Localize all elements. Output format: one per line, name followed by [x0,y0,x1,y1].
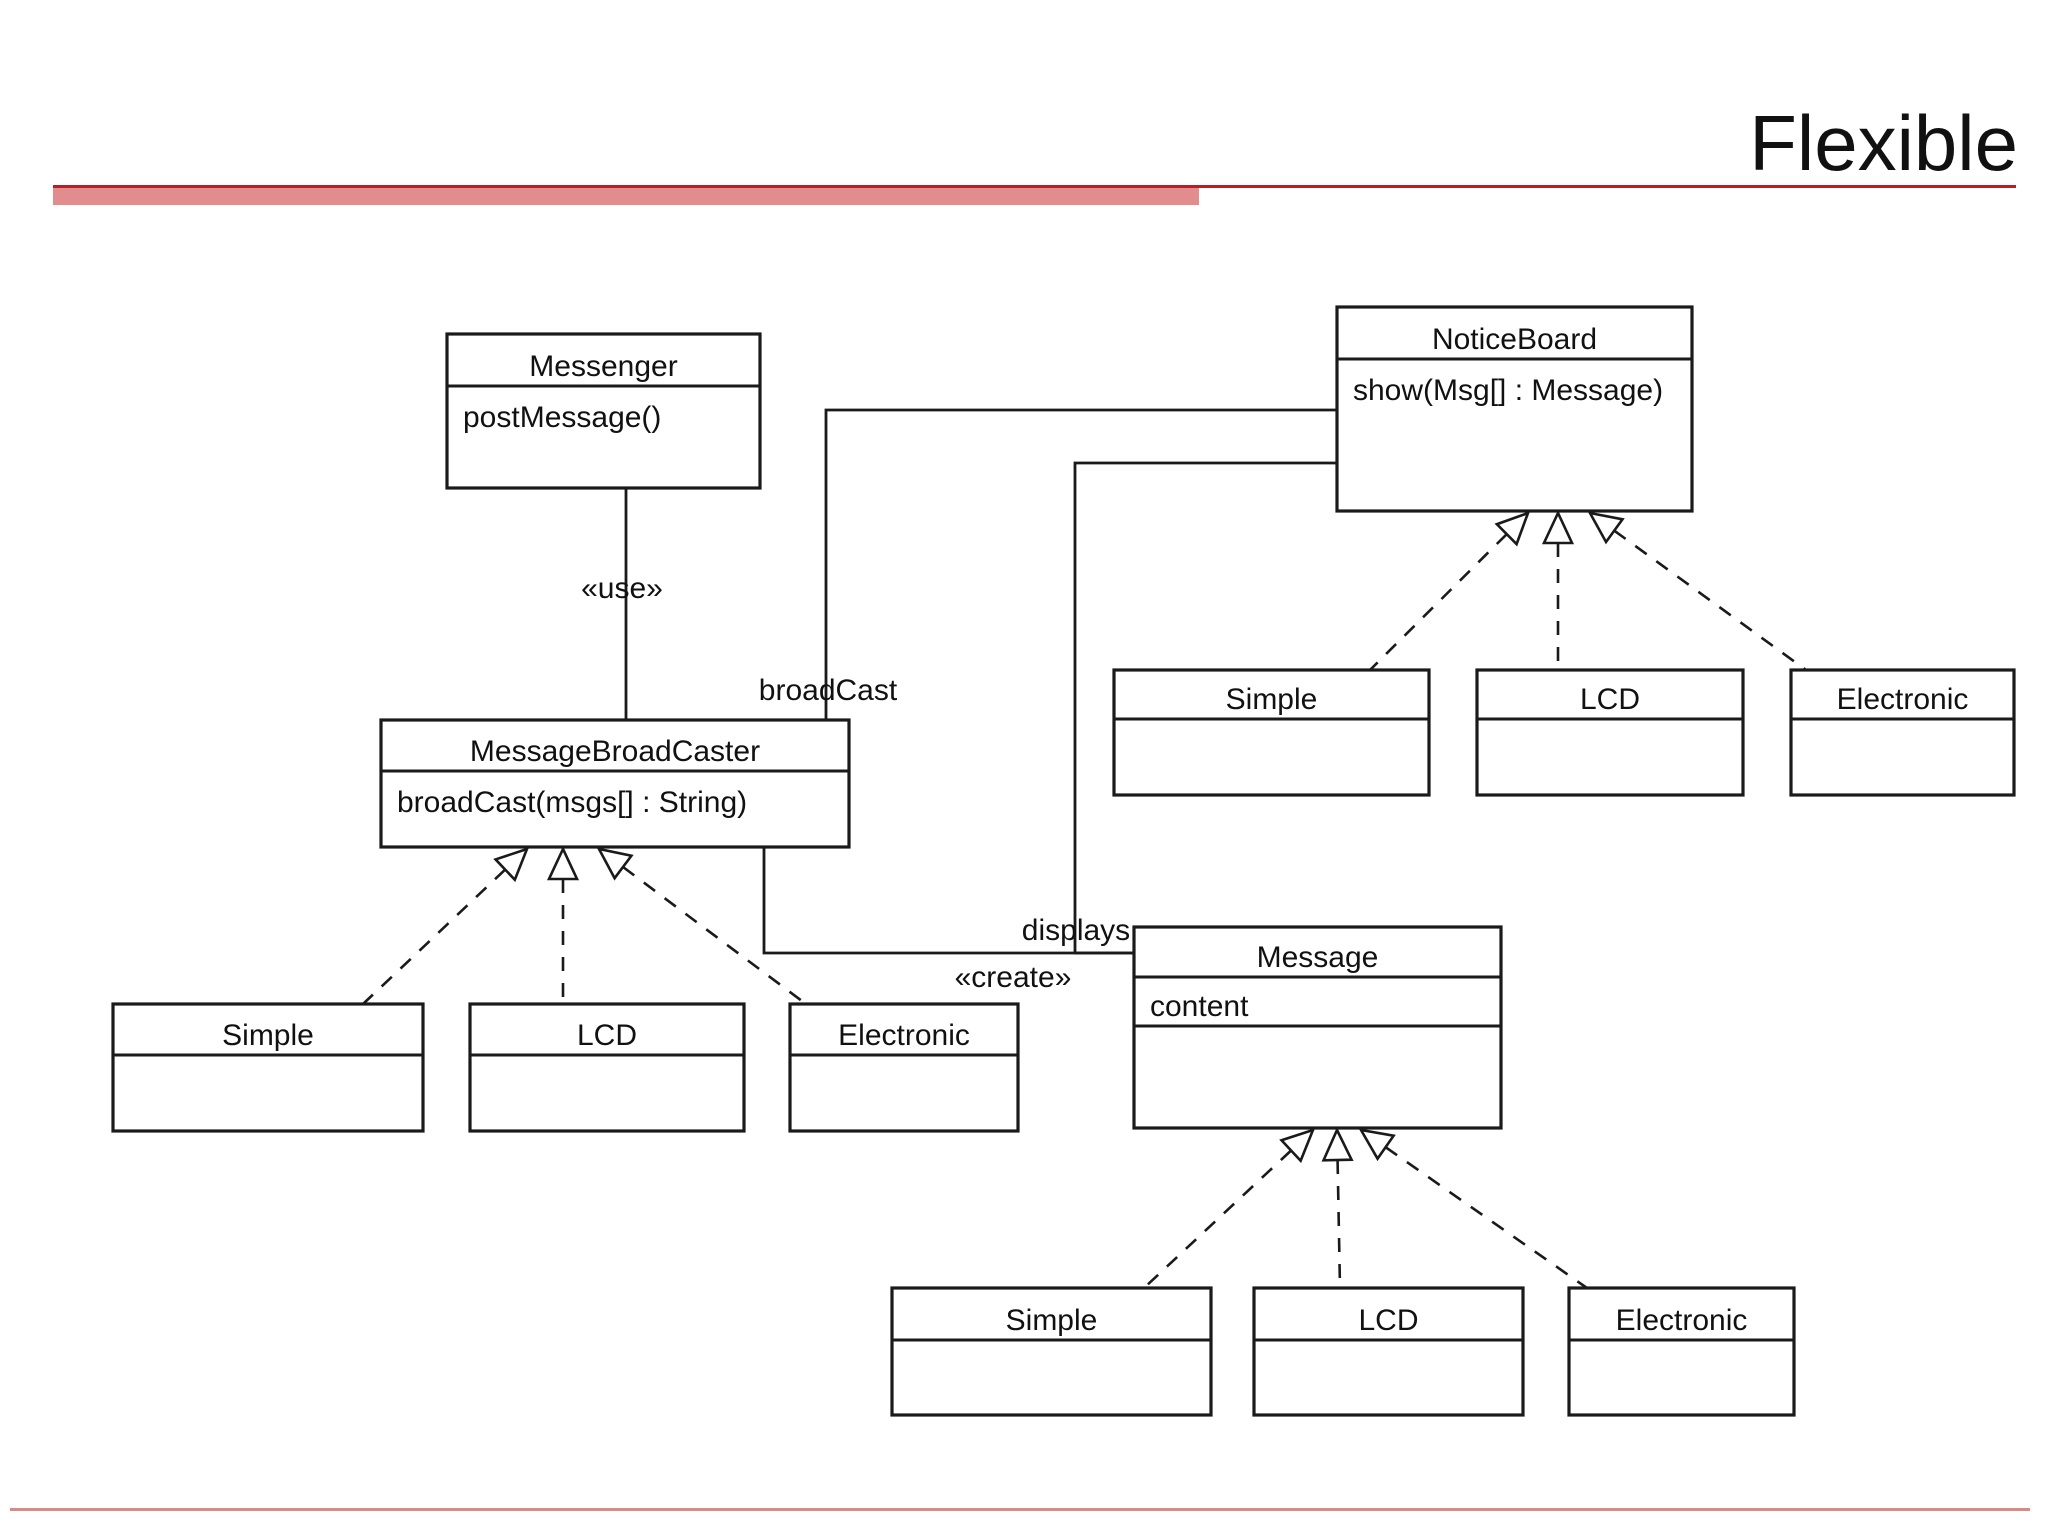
generalization-triangle-icon [1494,510,1531,547]
class-box-messagebroadcaster [379,718,851,849]
class-mbc-lcd: LCD [468,1002,746,1133]
class-method: postMessage() [463,401,661,434]
class-messenger: Messenger postMessage() [445,332,762,490]
class-msg-electronic: Electronic [1567,1286,1796,1417]
class-method: broadCast(msgs[] : String) [397,786,747,819]
edge-label-use-dependency: «use» [581,572,663,605]
class-title-messenger: Messenger [529,350,677,383]
class-messagebroadcaster: MessageBroadCaster broadCast(msgs[] : Str… [379,718,851,849]
class-box-nb-electronic [1789,668,2016,797]
class-title-message: Message [1257,941,1379,974]
generalization-dashed-line-msg-gen-lcd [1336,1159,1342,1289]
generalization-dashed-line-mbc-gen-simple [362,868,507,1005]
class-mbc-electronic: Electronic [788,1002,1020,1133]
generalization-dashed-line-nb-gen-simple [1369,533,1508,671]
class-title-msg-lcd: LCD [1358,1304,1418,1337]
edge-label-displays-association: displays [1022,914,1130,947]
class-box-msg-electronic [1567,1286,1796,1417]
generalization-dashed-line-msg-gen-electronic [1384,1146,1588,1290]
class-noticeboard: NoticeBoard show(Msg[] : Message) [1335,305,1694,513]
class-title-nb-electronic: Electronic [1837,683,1969,716]
class-attribute: content [1150,990,1249,1023]
class-box-mbc-simple [111,1002,425,1133]
class-mbc-simple: Simple [111,1002,425,1133]
class-box-nb-lcd [1475,668,1745,797]
class-nb-lcd: LCD [1475,668,1745,797]
bottom-rule [10,1508,2030,1511]
edge-line-create-dependency [762,847,1134,955]
edge-label-create-dependency: «create» [955,961,1072,994]
class-box-messenger [445,332,762,490]
generalization-triangle-icon [493,846,530,883]
class-box-mbc-electronic [788,1002,1020,1133]
generalization-triangle-icon [1321,1126,1354,1162]
generalization-triangle-icon [1279,1127,1316,1164]
accent-bar [53,188,1199,205]
class-method: show(Msg[] : Message) [1353,374,1663,407]
generalization-triangle-icon [1587,511,1625,545]
edge-line-broadcast-association [824,408,1337,720]
class-title-msg-electronic: Electronic [1616,1304,1748,1337]
title-underline [53,185,2016,188]
class-title-mbc-lcd: LCD [577,1019,637,1052]
generalization-triangle-icon [1358,1128,1396,1162]
class-msg-simple: Simple [890,1286,1213,1417]
edge-label-broadcast-association: broadCast [759,674,898,707]
class-box-nb-simple [1112,668,1431,797]
class-title-noticeboard: NoticeBoard [1432,323,1597,356]
class-title-nb-lcd: LCD [1580,683,1640,716]
class-title-mbc-simple: Simple [222,1019,314,1052]
generalization-dashed-line-nb-gen-electronic [1613,529,1807,672]
class-msg-lcd: LCD [1252,1286,1525,1417]
class-box-mbc-lcd [468,1002,746,1133]
generalization-triangle-icon [596,847,634,881]
class-nb-simple: Simple [1112,668,1431,797]
class-title-nb-simple: Simple [1226,683,1318,716]
class-box-msg-lcd [1252,1286,1525,1417]
class-title-messagebroadcaster: MessageBroadCaster [470,735,760,768]
slide-title: Flexible [1749,99,2018,187]
class-box-msg-simple [890,1286,1213,1417]
generalization-dashed-line-mbc-gen-electronic [622,865,807,1006]
class-nb-electronic: Electronic [1789,668,2016,797]
class-box-noticeboard [1335,305,1694,513]
class-title-mbc-electronic: Electronic [838,1019,970,1052]
generalization-triangle-icon [546,845,580,881]
generalization-triangle-icon [1541,509,1575,545]
class-title-msg-simple: Simple [1006,1304,1098,1337]
generalization-dashed-line-msg-gen-simple [1143,1149,1292,1289]
